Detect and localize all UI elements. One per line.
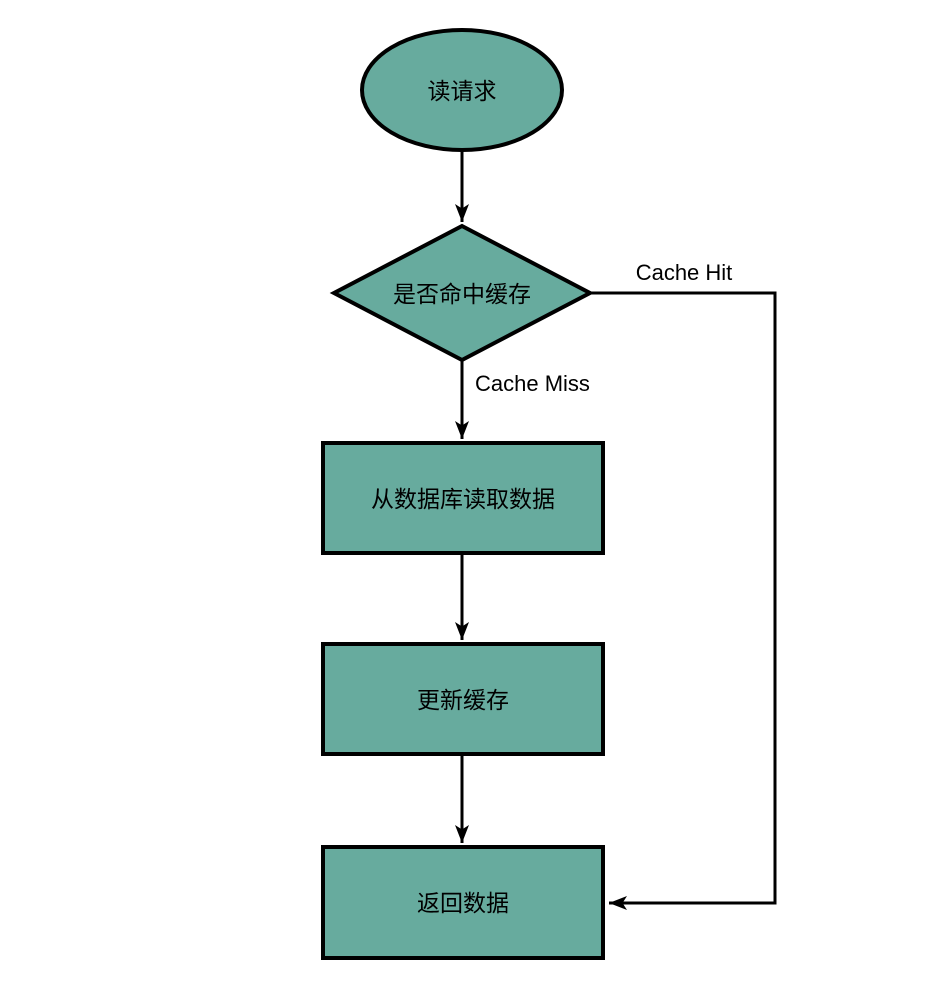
read-db-node [321, 441, 605, 555]
update-cache-node-label: 更新缓存 [417, 687, 509, 713]
start-node-label: 读请求 [428, 78, 497, 104]
decision-node-label: 是否命中缓存 [393, 281, 531, 307]
cache-miss-edge-label: Cache Miss [475, 371, 590, 396]
edge-cache-hit [591, 291, 777, 910]
cache-hit-edge-label: Cache Hit [636, 260, 733, 285]
return-data-node-label: 返回数据 [417, 890, 509, 916]
read-db-node-label: 从数据库读取数据 [371, 486, 555, 512]
decision-node [329, 223, 595, 363]
start-node [360, 28, 564, 152]
return-data-node [321, 845, 605, 960]
update-cache-node [321, 642, 605, 756]
